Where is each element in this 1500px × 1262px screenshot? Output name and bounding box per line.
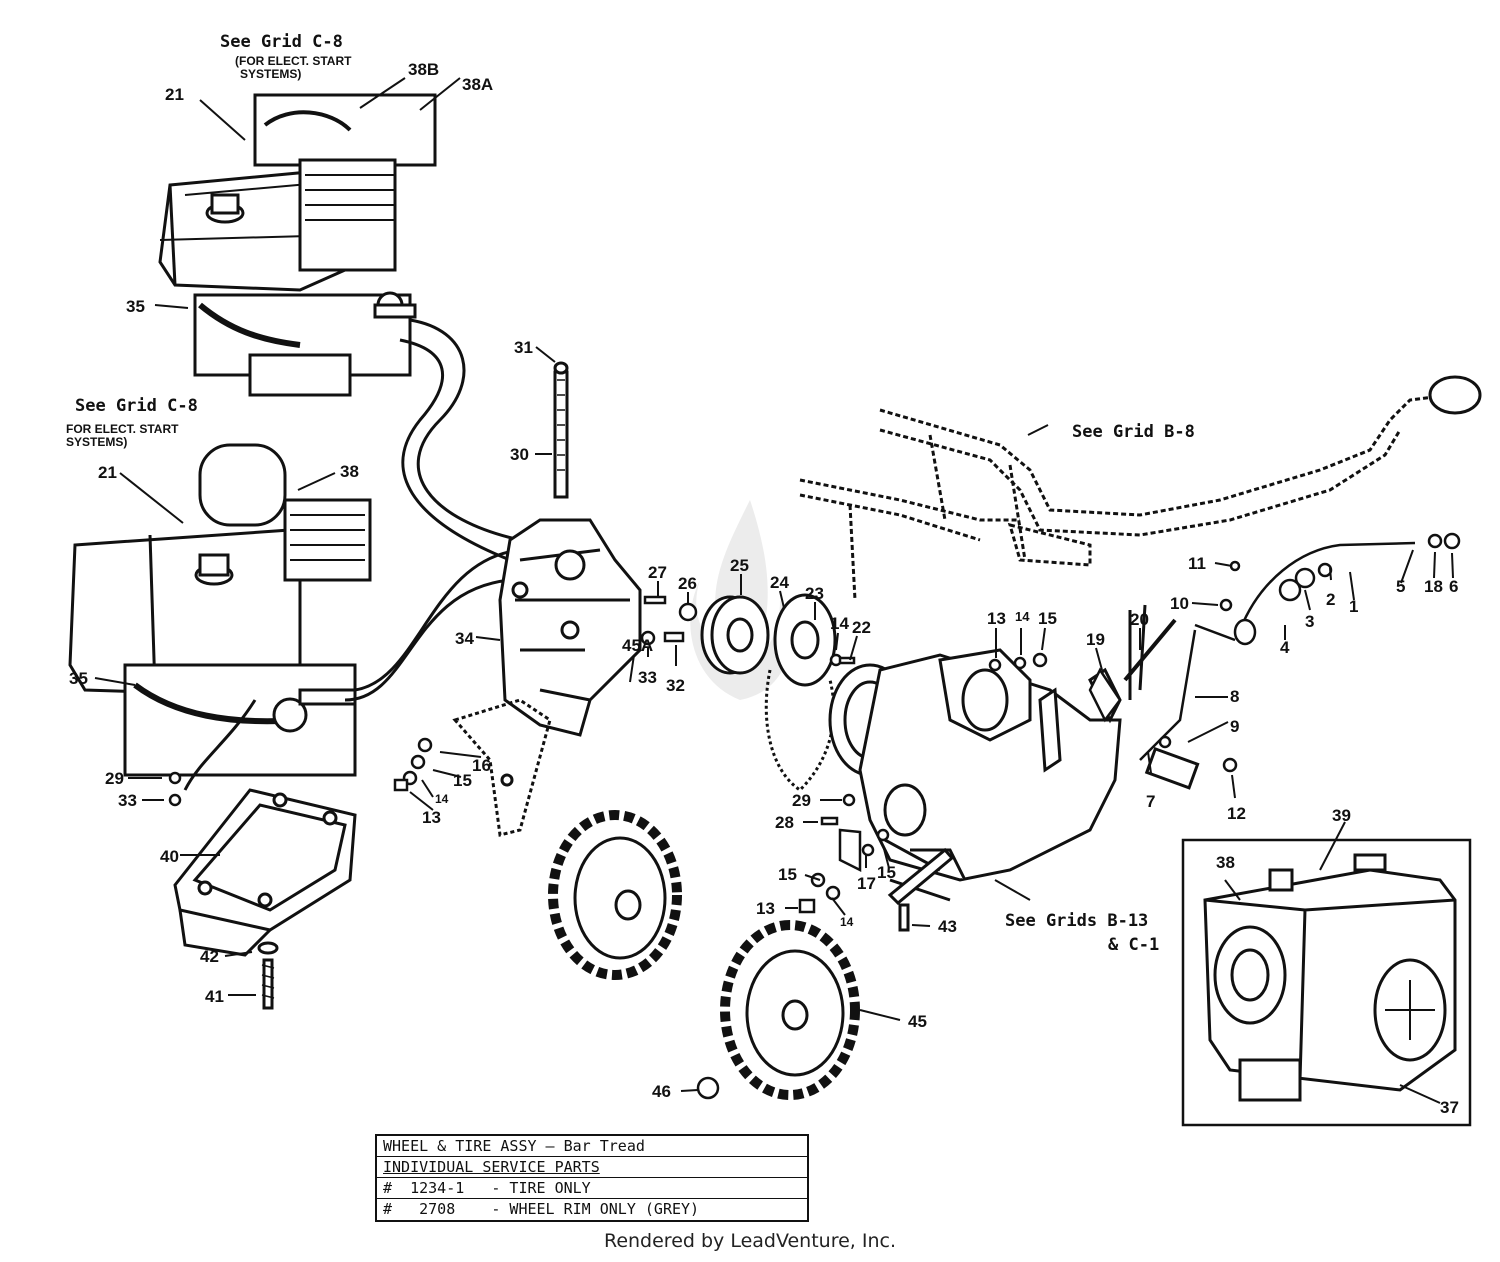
callout-7: 7 [1146,792,1155,811]
callout-12: 12 [1227,804,1246,823]
callout-27: 27 [648,563,667,582]
callout-23: 23 [805,584,824,603]
callout-30: 30 [510,445,529,464]
callout-8: 8 [1230,687,1239,706]
callout-6: 6 [1449,577,1458,596]
callout-25: 25 [730,556,749,575]
callout-38: 38 [1216,853,1235,872]
callout-45a: 45A [622,636,653,655]
left-engine-illustration [68,443,372,777]
callout-1: 1 [1349,597,1358,616]
wheel-tire-legend-box: WHEEL & TIRE ASSY — Bar Tread INDIVIDUAL… [375,1134,809,1222]
leader-lines [94,77,1454,1104]
callout-35: 35 [126,297,145,316]
footer-credit: Rendered by LeadVenture, Inc. [603,1230,897,1252]
callout-46: 46 [652,1082,671,1101]
callout-31: 31 [514,338,533,357]
callout-15: 15 [1038,609,1057,628]
callout-2: 2 [1326,590,1335,609]
callout-19: 19 [1086,630,1105,649]
callout-28: 28 [775,813,794,832]
callout-33: 33 [118,791,137,810]
callout-5: 5 [1396,577,1405,596]
callout-13: 13 [422,808,441,827]
callout-16: 16 [472,756,491,775]
note-see-grids-b13: See Grids B-13 [1005,911,1148,931]
callout-41: 41 [205,987,224,1006]
note-see-grid-c8-left: See Grid C-8 [75,396,198,416]
callout-34: 34 [455,629,474,648]
callout-14: 14 [830,614,849,633]
callout-15: 15 [778,865,797,884]
callout-32: 32 [666,676,685,695]
legend-title: WHEEL & TIRE ASSY — Bar Tread [377,1136,807,1157]
callout-35: 35 [69,669,88,688]
callout-4: 4 [1280,638,1290,657]
hub-cap-46 [696,1076,720,1100]
callout-20: 20 [1130,610,1149,629]
control-cable [1128,532,1461,761]
note-elect-start-left-2: SYSTEMS) [66,435,127,449]
legend-subtitle: INDIVIDUAL SERVICE PARTS [377,1157,807,1178]
callout-29: 29 [105,769,124,788]
note-elect-start-top-1: (FOR ELECT. START [235,54,352,68]
note-elect-start-top-2: SYSTEMS) [240,67,301,81]
engine-base-plate [173,788,357,1010]
callout-21: 21 [165,85,184,104]
callout-18: 18 [1424,577,1443,596]
pulley-assembly [700,593,837,792]
callout-45: 45 [908,1012,927,1031]
callout-33: 33 [638,668,657,687]
callout-14: 14 [1015,609,1030,624]
callout-38b: 38B [408,60,439,79]
handle-grip [1428,375,1482,415]
legend-row-tire: # 1234-1 - TIRE ONLY [377,1178,807,1199]
note-see-grid-c8-top: See Grid C-8 [220,32,343,52]
callout-37: 37 [1440,1098,1459,1117]
callout-14: 14 [435,792,449,806]
note-see-grids-c1: & C-1 [1108,935,1159,955]
callout-42: 42 [200,947,219,966]
axle [887,847,955,932]
wheel-45 [720,920,860,1100]
callout-21: 21 [98,463,117,482]
callout-14: 14 [840,915,854,929]
callout-22: 22 [852,618,871,637]
top-engine-illustration [158,93,437,397]
note-elect-start-left-1: FOR ELECT. START [66,422,179,436]
callout-10: 10 [1170,594,1189,613]
callout-13: 13 [987,609,1006,628]
callout-29: 29 [792,791,811,810]
callout-40: 40 [160,847,179,866]
handle-frame [799,393,1451,601]
callout-43: 43 [938,917,957,936]
callout-3: 3 [1305,612,1314,631]
hardware-pieces [168,560,1241,914]
callout-17: 17 [857,874,876,893]
callout-15: 15 [877,863,896,882]
callout-11: 11 [1188,554,1206,573]
bracket-assembly [452,361,642,837]
wheel-45a [548,810,682,980]
legend-subtitle-text: INDIVIDUAL SERVICE PARTS [383,1158,600,1176]
callout-38a: 38A [462,75,493,94]
drive-belt-lines [183,318,521,791]
callout-labels: 38B 38A 21 35 21 38 35 29 33 40 42 41 31… [69,60,1459,1117]
callout-15: 15 [453,771,472,790]
callout-38: 38 [340,462,359,481]
callout-9: 9 [1230,717,1239,736]
callout-24: 24 [770,573,789,592]
callout-13: 13 [756,899,775,918]
callout-39: 39 [1332,806,1351,825]
legend-row-rim: # 2708 - WHEEL RIM ONLY (GREY) [383,1200,700,1218]
note-see-grid-b8: See Grid B-8 [1072,422,1195,442]
callout-26: 26 [678,574,697,593]
